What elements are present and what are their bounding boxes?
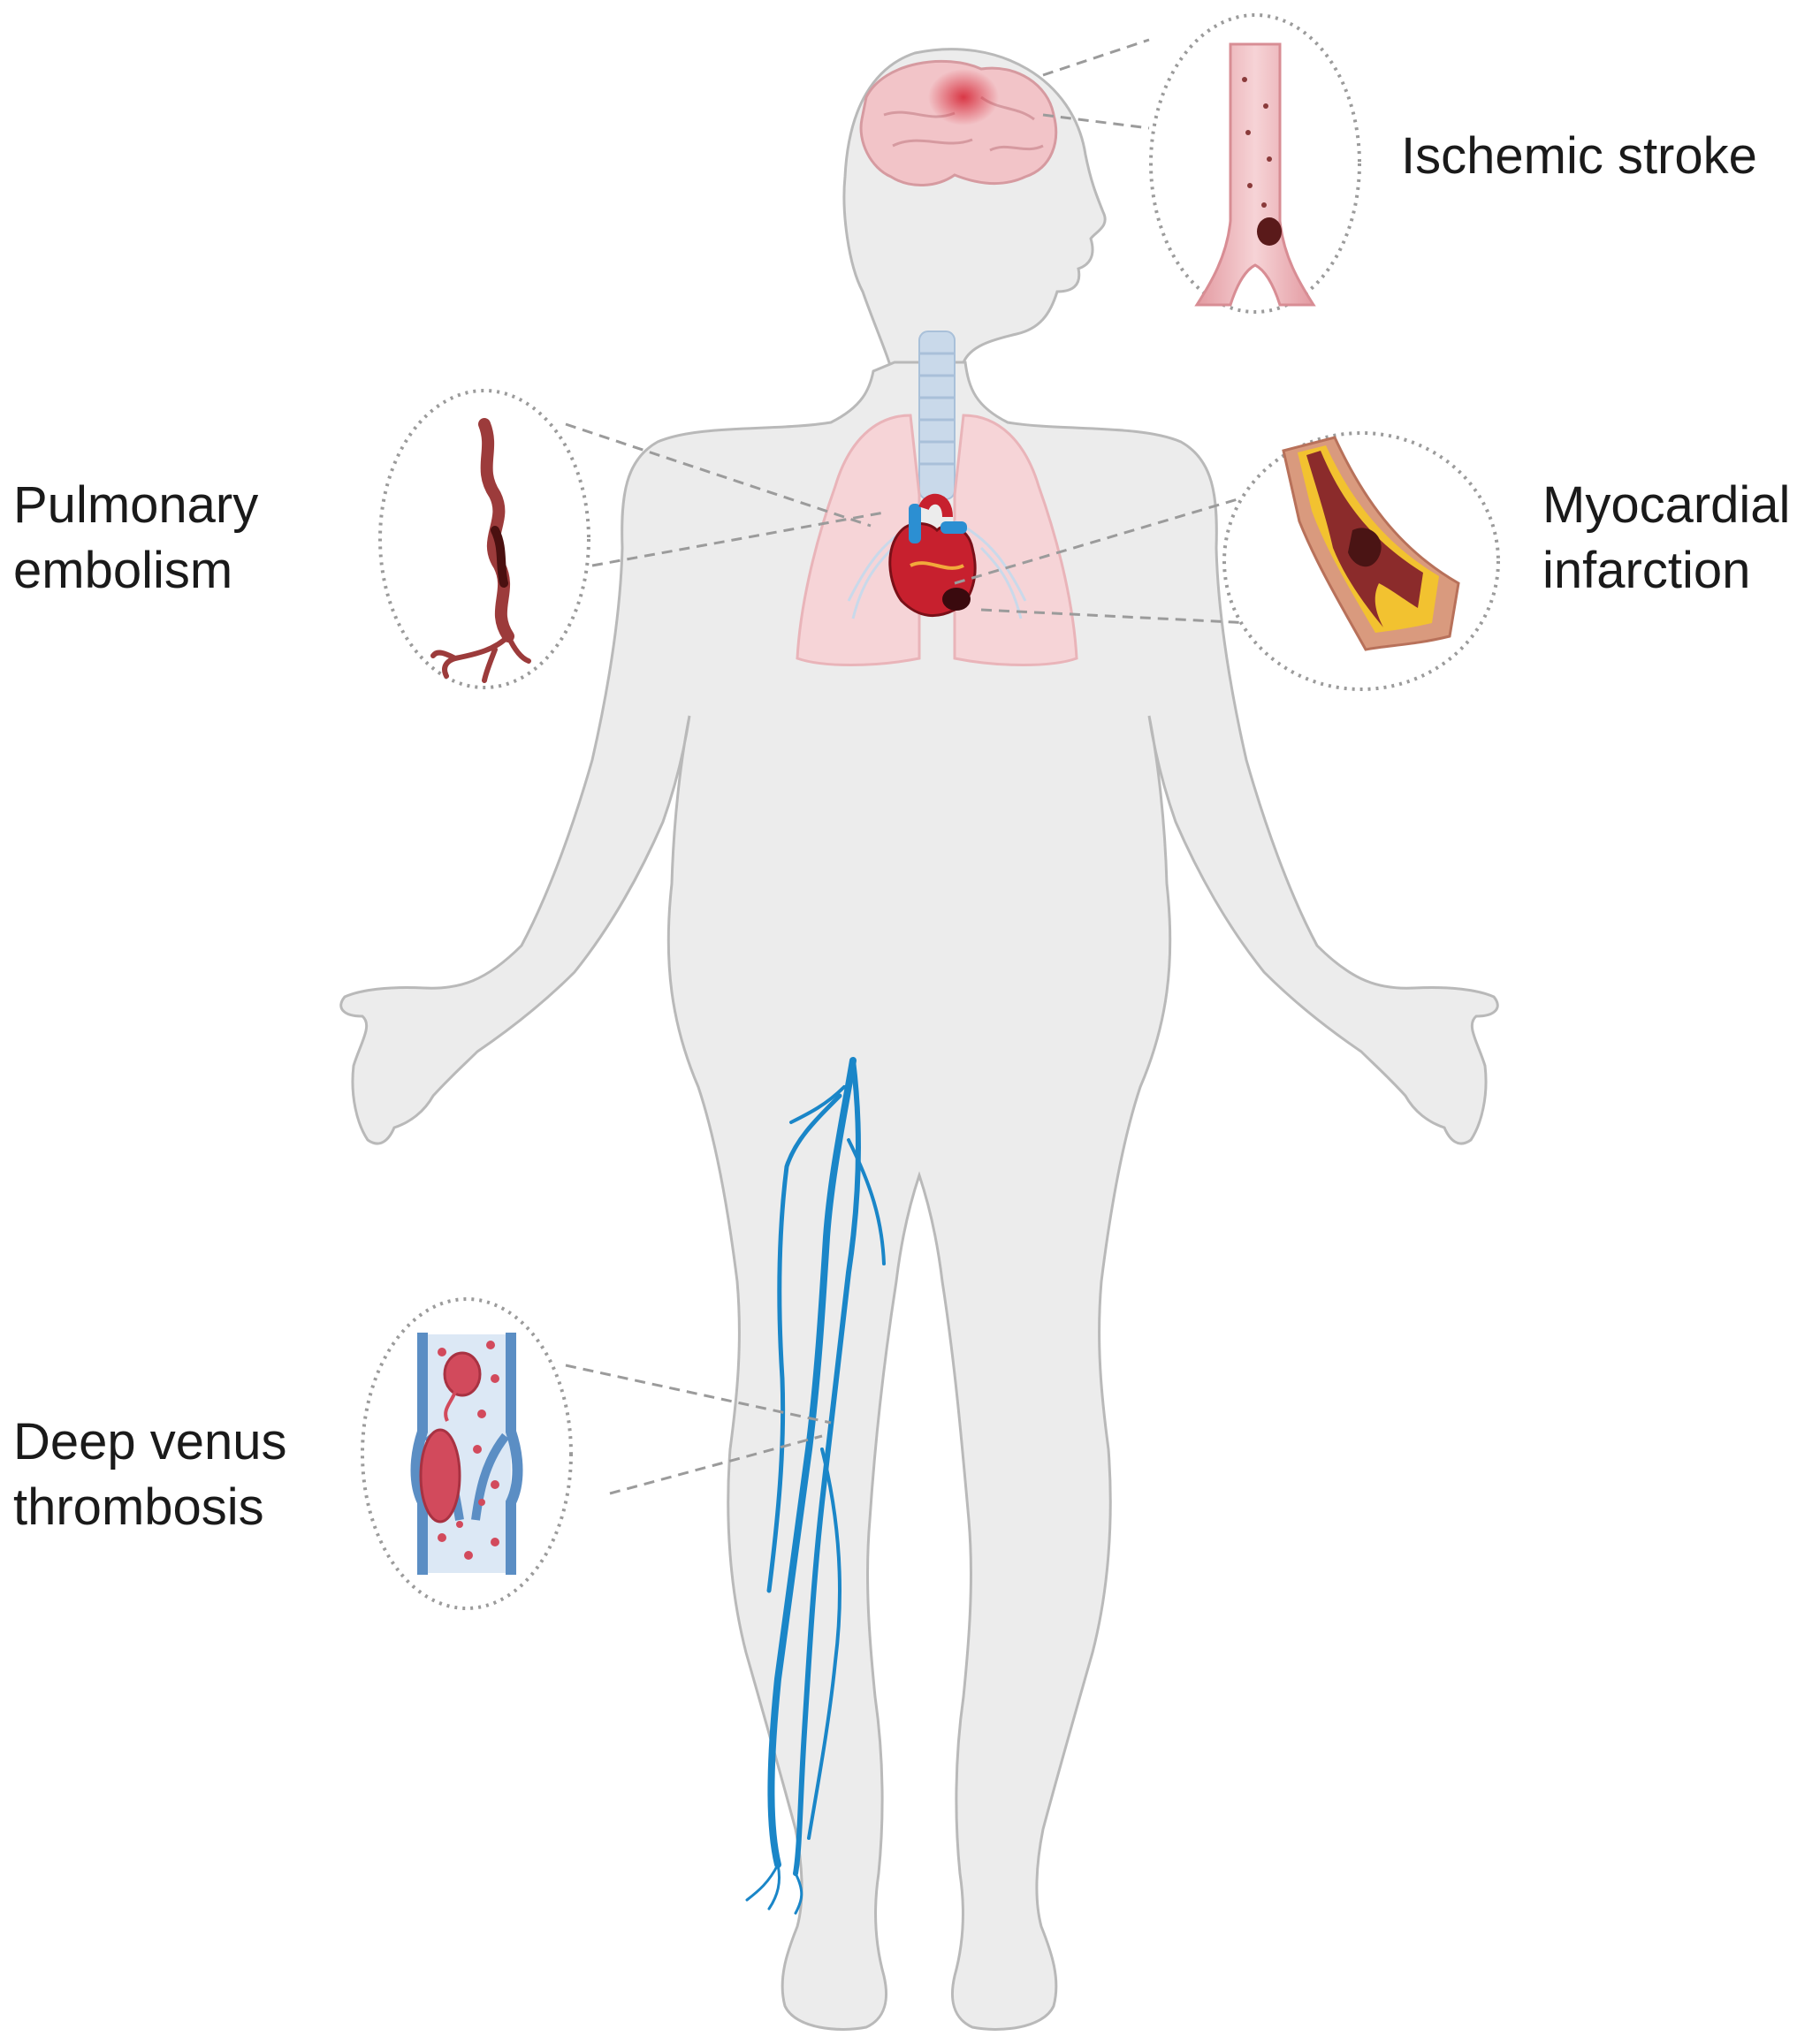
leg-veins: [745, 1057, 886, 1915]
torso-and-limbs: [339, 361, 1499, 2031]
left-lung: [796, 414, 921, 666]
label-pulmonary-embolism-line-2: embolism: [13, 542, 233, 599]
brain-vessel: [1194, 42, 1316, 307]
label-deep-venous-thrombosis: Deep venus thrombosis: [13, 1410, 287, 1540]
callout-circle-pe: [378, 389, 590, 689]
connector-lines: [565, 38, 1252, 1495]
dvt-embolus: [443, 1351, 482, 1397]
brain-infarct-spot: [928, 69, 999, 125]
label-pulmonary-embolism: Pulmonary embolism: [13, 473, 258, 604]
connector-pe-bottom: [591, 511, 885, 567]
vein-valve-right: [471, 1432, 509, 1521]
connector-stroke-bottom: [1042, 113, 1150, 130]
label-ischemic-stroke-line-1: Ischemic stroke: [1401, 127, 1757, 185]
callout-pulmonary-embolism: [378, 389, 590, 689]
connector-pe-top: [565, 422, 872, 528]
dvt-thrombus: [419, 1428, 461, 1524]
vein-wall-left: [410, 1333, 428, 1575]
callout-ischemic-stroke: [1149, 13, 1361, 314]
connector-dvt-top: [565, 1364, 832, 1425]
connector-mi-top: [954, 498, 1238, 585]
connector-stroke-top: [1042, 38, 1150, 77]
label-myocardial-infarction-line-1: Myocardial: [1542, 476, 1791, 534]
label-myocardial-infarction: Myocardial infarction: [1542, 473, 1790, 604]
connector-mi-bottom: [980, 608, 1252, 625]
vein-wall-right: [506, 1333, 523, 1575]
heart-infarct-spot: [942, 588, 971, 611]
stroke-clot: [1257, 217, 1282, 246]
callout-deep-venous-thrombosis: [361, 1297, 573, 1610]
trachea: [918, 331, 956, 500]
label-myocardial-infarction-line-2: infarction: [1542, 542, 1751, 599]
right-lung: [953, 414, 1078, 666]
heart: [888, 493, 977, 618]
label-deep-venous-thrombosis-line-1: Deep venus: [13, 1413, 287, 1470]
callout-myocardial-infarction: [1222, 431, 1500, 691]
label-pulmonary-embolism-line-1: Pulmonary: [13, 476, 259, 534]
chest-organs: [796, 331, 1078, 666]
connector-dvt-bottom: [609, 1434, 823, 1495]
label-ischemic-stroke: Ischemic stroke: [1401, 124, 1757, 189]
label-deep-venous-thrombosis-line-2: thrombosis: [13, 1478, 264, 1536]
brain: [859, 59, 1058, 187]
